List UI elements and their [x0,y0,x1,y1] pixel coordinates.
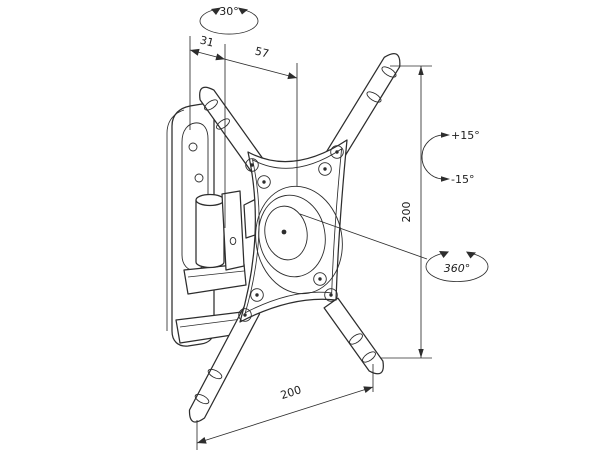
label-vesa-width: 200 [279,383,303,402]
label-vesa-height: 200 [400,202,413,223]
arm-slot [362,351,376,363]
clamp-screw-hole [229,236,237,246]
dim-width-200: 200 [196,364,374,450]
label-arm-length: 57 [253,45,270,61]
label-wall-offset: 31 [198,34,215,50]
vesa-holes [238,145,344,322]
arm-slot [204,99,218,111]
vesa-center-boss [255,185,343,295]
dim-swivel-30: 30° [199,5,259,35]
arm-slot [381,66,397,78]
center-hole [281,229,287,235]
dim-height-200: 200 [380,65,432,359]
dim-offset-31-57: 31 57 [189,34,298,228]
arm-slot [207,368,223,380]
label-tilt-down: -15° [451,173,474,186]
arm-slot [349,333,363,345]
dim-rotation-360: 360° [299,213,489,283]
adapter-arm-bottom-right [323,297,384,375]
label-swivel-angle: 30° [219,5,239,18]
wall-screw-hole-mid [194,173,204,183]
wall-screw-hole-upper [188,142,198,152]
arm-slot [194,393,210,405]
dim-tilt-range: +15° -15° [421,129,480,186]
label-tilt-up: +15° [451,129,480,142]
adapter-arm-bottom-left [188,305,261,423]
arm-slot [366,91,382,103]
leader-line [299,213,428,260]
pivot-joint [175,190,259,344]
label-rotation: 360° [444,262,471,275]
pivot-clamp [221,190,259,271]
pivot-cylinder [195,193,225,269]
vesa-plate [238,139,348,323]
